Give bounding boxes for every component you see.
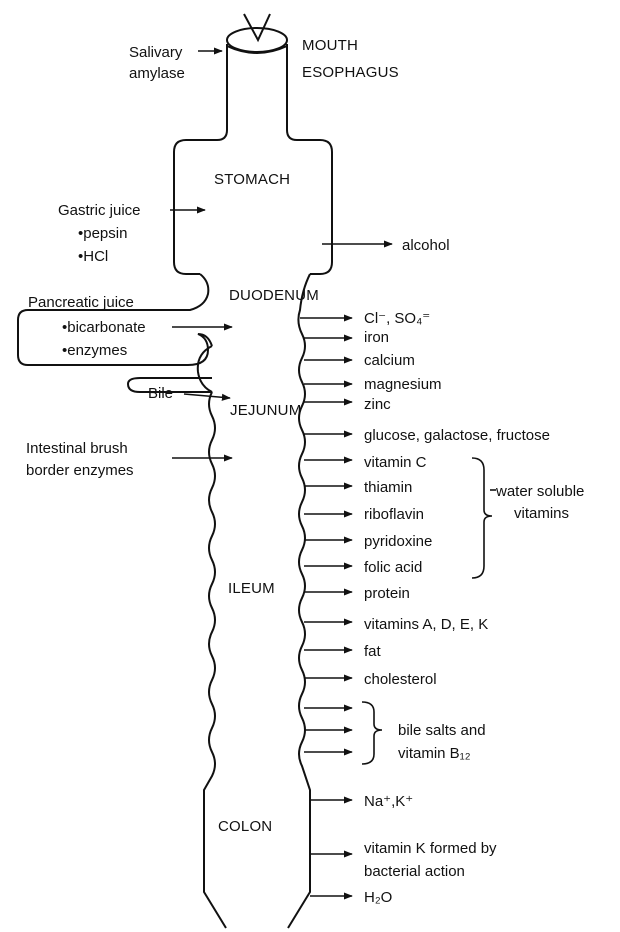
colon-label: COLON [218,818,272,835]
intestine-right-wall [288,274,310,928]
gastric-label-line2: •pepsin [78,225,127,242]
na-k-label: Na⁺,K⁺ [364,793,413,810]
fat-soluble-label: vitamins A, D, E, K [364,616,488,633]
duodenum-label: DUODENUM [229,287,319,304]
folic-acid-label: folic acid [364,559,422,576]
alcohol-label: alcohol [402,237,450,254]
riboflavin-label: riboflavin [364,506,424,523]
gastric-label-line1: Gastric juice [58,202,141,219]
fat-label: fat [364,643,382,660]
brush-border-label-line2: border enzymes [26,462,134,479]
magnesium-label: magnesium [364,376,442,393]
salivary-label-line2: amylase [129,65,185,82]
pancreatic-label-line3: •enzymes [62,342,127,359]
vitamin-k-label-line1: vitamin K formed by [364,840,497,857]
brush-border-label-line1: Intestinal brush [26,440,128,457]
bile-arrow [184,394,230,398]
jejunum-label: JEJUNUM [230,402,301,419]
mouth-label: MOUTH [302,37,358,54]
water-label: H₂O [364,889,392,906]
water-soluble-label-line2: vitamins [514,505,569,522]
ileum-label: ILEUM [228,580,275,597]
bile-salts-bracket [362,702,382,764]
esophagus-label: ESOPHAGUS [302,64,399,81]
water-soluble-label-line1: water soluble [495,483,584,500]
cl-so4-label: Cl⁻, SO₄⁼ [364,310,430,327]
vitamin-k-label-line2: bacterial action [364,863,465,880]
sugars-label: glucose, galactose, fructose [364,427,550,444]
water-soluble-bracket [472,458,492,578]
pancreatic-label-line1: Pancreatic juice [28,294,134,311]
thiamin-label: thiamin [364,479,412,496]
iron-label: iron [364,329,389,346]
pyridoxine-label: pyridoxine [364,533,432,550]
vitamin-c-label: vitamin C [364,454,427,471]
pancreatic-label-line2: •bicarbonate [62,319,146,336]
bile-label: Bile [148,385,173,402]
intestine-left-wall [204,392,226,928]
cholesterol-label: cholesterol [364,671,437,688]
bile-salts-label-line2: vitamin B₁₂ [398,745,471,762]
bile-salts-label-line1: bile salts and [398,722,486,739]
stomach-label: STOMACH [214,171,290,188]
gastric-label-line3: •HCl [78,248,108,265]
calcium-label: calcium [364,352,415,369]
salivary-label-line1: Salivary [129,44,183,61]
protein-label: protein [364,585,410,602]
zinc-label: zinc [364,396,391,413]
